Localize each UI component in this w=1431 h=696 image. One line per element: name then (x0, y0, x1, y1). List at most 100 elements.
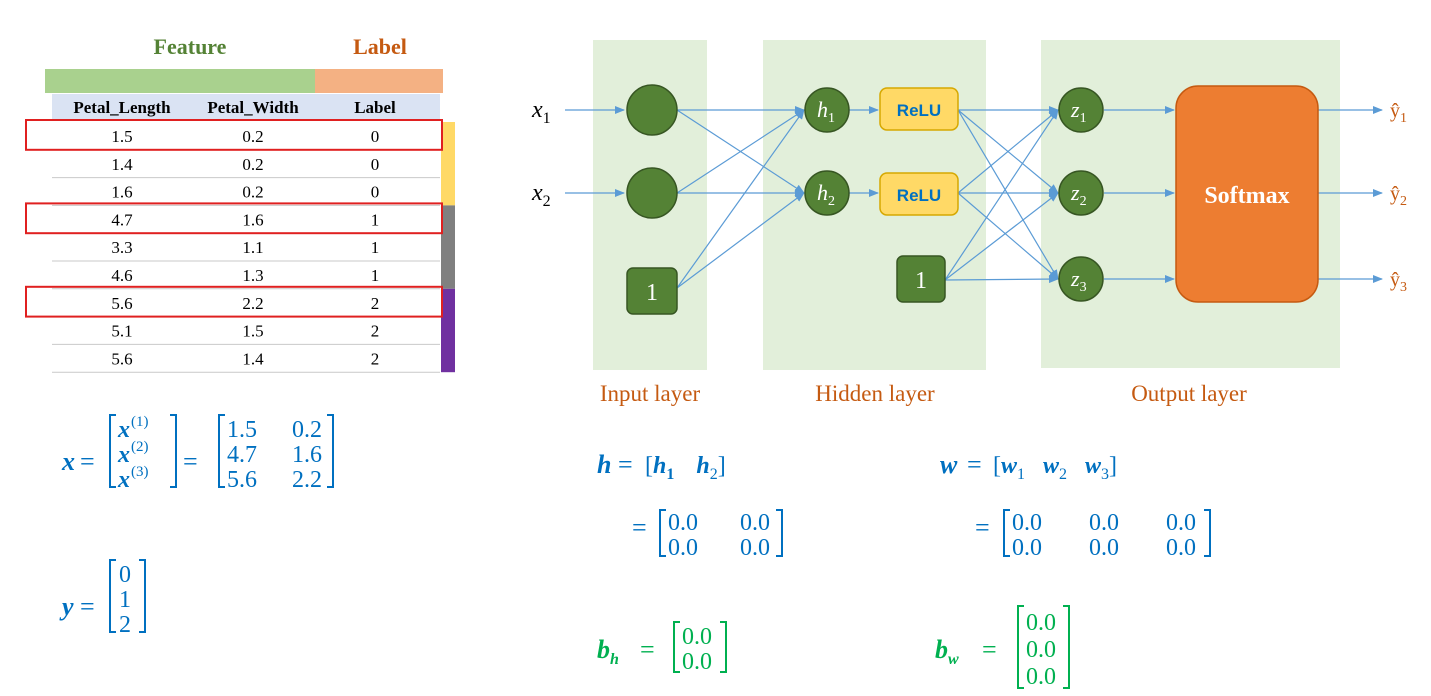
prediction-label-base: ŷ (1390, 269, 1400, 291)
bh-equation: bh = 0.0 0.0 (597, 621, 727, 675)
matrix-cell: 0.0 (740, 535, 770, 561)
matrix-cell: 0.0 (1166, 535, 1196, 561)
bh-lhs-sub: h (610, 651, 619, 668)
hidden-node-label: h2 (817, 180, 835, 209)
connections (565, 106, 1383, 289)
hidden-bias-node (896, 255, 946, 303)
vector-cell: 1 (119, 587, 131, 613)
w-row-term: w (1085, 453, 1102, 479)
class-color-bar (441, 122, 455, 206)
output-node (1058, 170, 1104, 216)
table-cell: 5.6 (111, 294, 132, 313)
bh-lhs-base: b (597, 635, 610, 664)
bw-vector-left-bracket (1017, 605, 1024, 689)
x-term-superscript: (2) (131, 439, 149, 455)
label-color-bar (315, 69, 443, 93)
bracket-right: ] (1109, 453, 1117, 479)
output-node-label-base: z (1070, 97, 1080, 122)
output-layer-label: Output layer (1131, 381, 1247, 406)
table-cell: 2.2 (242, 294, 263, 313)
relu-box (879, 172, 959, 216)
bw-lhs: bw (935, 635, 959, 668)
input-bias-node (626, 267, 678, 315)
table-cell: 1.5 (111, 127, 132, 146)
equals-sign: = (632, 513, 647, 542)
table-cell: 2 (371, 349, 380, 368)
table-cell: 0.2 (242, 127, 263, 146)
table-cell: 5.1 (111, 322, 132, 341)
table-header-row (52, 94, 440, 121)
input-node (626, 167, 678, 219)
softmax-box (1175, 85, 1319, 303)
w-row-term: w (1001, 453, 1018, 479)
x-term-superscript: (3) (131, 464, 149, 480)
h-row-sub: 2 (710, 466, 718, 483)
matrix-cell: 0.0 (1012, 510, 1042, 536)
input-label: x2 (531, 180, 551, 210)
h-matrix-left-bracket (659, 509, 666, 557)
y-vector-right-bracket (139, 559, 146, 633)
column-header: Petal_Width (207, 98, 299, 117)
table-cell: 2 (371, 294, 380, 313)
vector-cell: 0.0 (1026, 664, 1056, 690)
matrix-cell: 0.0 (1166, 510, 1196, 536)
table-cell: 1.6 (111, 183, 132, 202)
bh-lhs: bh (597, 635, 619, 668)
output-node-label-base: z (1070, 266, 1080, 291)
matrix-cell: 1.5 (227, 417, 257, 443)
matrix-cell: 4.7 (227, 442, 257, 468)
prediction-label: ŷ1 (1390, 100, 1407, 126)
table-cell: 3.3 (111, 238, 132, 257)
table-cell: 2 (371, 322, 380, 341)
x-term: x (117, 417, 130, 443)
table-cell: 1.3 (242, 266, 263, 285)
matrix-cell: 1.6 (292, 442, 322, 468)
table-cell: 4.6 (111, 266, 132, 285)
softmax-label: Softmax (1204, 183, 1289, 209)
equals-sign: = (967, 450, 982, 479)
hidden-node-label-sub: 2 (828, 194, 835, 209)
vector-cell: 2 (119, 612, 131, 638)
prediction-label-base: ŷ (1390, 100, 1400, 122)
equals-sign: = (80, 447, 95, 476)
equals-sign: = (975, 513, 990, 542)
bracket-left: [ (993, 453, 1001, 479)
prediction-label: ŷ2 (1390, 183, 1407, 209)
hidden-node-label-base: h (817, 180, 828, 205)
weight-connection (957, 192, 1059, 280)
table-cell: 1.6 (242, 210, 263, 229)
class-color-bar (441, 205, 455, 289)
table-cell: 0.2 (242, 183, 263, 202)
input-bias-label: 1 (646, 280, 658, 306)
prediction-label-sub: 2 (1400, 194, 1407, 209)
class-color-bars (441, 122, 455, 373)
feature-group-header: Feature (154, 34, 227, 59)
vector-cell: 0 (119, 562, 131, 588)
table-cell: 1 (371, 238, 380, 257)
h-row-sub: 1 (666, 466, 674, 483)
row-highlight (25, 202, 443, 235)
relu-label: ReLU (897, 101, 941, 120)
weight-connection (944, 275, 1059, 284)
row-highlights (25, 119, 443, 318)
input-label-sub: 2 (543, 193, 551, 210)
x-term: x (117, 467, 130, 493)
w-matrix-right-bracket (1204, 509, 1211, 557)
y-equation: y = 0 1 2 (59, 559, 146, 638)
prediction-label-base: ŷ (1390, 183, 1400, 205)
output-node-label-sub: 1 (1080, 111, 1087, 126)
w-matrix-left-bracket (1003, 509, 1010, 557)
weight-connection (957, 109, 1059, 194)
weight-connection (676, 192, 805, 289)
table-cell: 0.2 (242, 155, 263, 174)
x-lhs: x (61, 447, 75, 476)
prediction-label: ŷ3 (1390, 269, 1407, 295)
x-term: x (117, 442, 130, 468)
output-node-label: z3 (1070, 266, 1087, 295)
bw-lhs-base: b (935, 635, 948, 664)
label-group-header: Label (353, 34, 407, 59)
hidden-node (804, 87, 850, 133)
vector-cell: 0.0 (682, 624, 712, 650)
